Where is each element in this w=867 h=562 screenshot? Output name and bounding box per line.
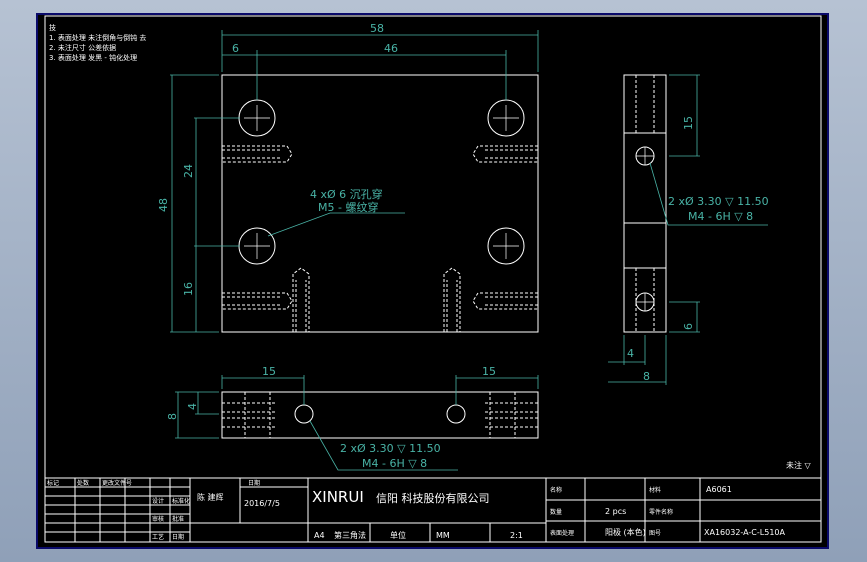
note-line-1: 1. 表面处理 未注倒角与倒钝 去: [49, 33, 146, 42]
process-value: 阳极 (本色): [605, 527, 646, 537]
row-approve: 批准: [172, 515, 184, 523]
note-line-3: 3. 表面处理 发黑 - 钝化处理: [49, 53, 137, 62]
drawing-no-label: 图号: [649, 530, 661, 537]
dim-hole-spacing-x: 46: [384, 42, 398, 55]
company-latin: XINRUI: [312, 488, 364, 506]
dim-overall-height: 48: [157, 198, 170, 212]
material-value: A6061: [706, 485, 732, 494]
dim-side-bottom: 6: [682, 323, 695, 330]
dim-bottom-offset: 16: [182, 282, 195, 296]
side-view-outline: [623, 74, 667, 333]
row-standard: 标准化: [172, 497, 190, 505]
unit-label: 单位: [390, 530, 406, 540]
dim-bottom-height: 8: [166, 413, 179, 420]
dim-bottom-left: 15: [262, 365, 276, 378]
bottom-callout-line-1: 2 xØ 3.30 ▽ 11.50: [340, 442, 441, 455]
bottom-callout-line-2: M4 - 6H ▽ 8: [362, 457, 427, 470]
process-label: 表面处理: [550, 529, 574, 537]
dim-side-top: 15: [682, 116, 695, 130]
rev-header-1: 标记: [47, 479, 59, 487]
name-label: 名称: [550, 486, 562, 494]
part-label: 零件名称: [649, 508, 673, 516]
drawing-date: 2016/7/5: [244, 499, 280, 508]
front-hidden-threads: [222, 145, 538, 332]
side-hole-callout: 2 xØ 3.30 ▽ 11.50 M4 - 6H ▽ 8: [649, 162, 769, 226]
front-hole-callout: 4 xØ 6 沉孔穿 M5 - 螺纹穿: [267, 187, 405, 237]
qty-value: 2 pcs: [605, 507, 626, 516]
dim-bottom-right: 15: [482, 365, 496, 378]
designer-name: 陈 建辉: [197, 492, 224, 502]
bottom-dimensions: 15 15 8 4: [166, 365, 539, 439]
hole-bottom-right: [487, 227, 525, 265]
drawing-number: XA16032-A-C-L510A: [704, 528, 785, 537]
bottom-hole-callout: 2 xØ 3.30 ▽ 11.50 M4 - 6H ▽ 8: [309, 420, 458, 471]
rev-header-3: 更改文件号: [102, 479, 132, 487]
scale-value: 2:1: [510, 531, 523, 540]
date-label: 日期: [248, 479, 260, 487]
rev-header-2: 处数: [77, 479, 89, 487]
drawing-sheet: [36, 13, 829, 549]
dim-side-width: 8: [643, 370, 650, 383]
qty-label: 数量: [550, 508, 562, 516]
side-view[interactable]: 15 6 4 8 2 xØ 3.30 ▽ 11.50 M4 - 6H ▽ 8: [608, 74, 769, 385]
front-dimensions: 58 6 46 48 24 16: [157, 22, 539, 333]
roughness-note: 未注 ▽: [786, 460, 812, 470]
row-design: 设计: [152, 497, 164, 505]
dim-side-inner-width: 4: [627, 347, 634, 360]
sheet-method: 第三角法: [334, 530, 366, 540]
row-review: 审核: [152, 515, 164, 523]
title-block-frame: [44, 477, 822, 543]
title-block[interactable]: 标记 处数 更改文件号 设计 标准化 审核 批准 工艺 日期 陈 建辉 日期 2…: [44, 477, 822, 543]
row-process: 工艺: [152, 533, 164, 541]
dim-overall-width: 58: [370, 22, 384, 35]
company-name: 信阳 科技股份有限公司: [376, 491, 490, 505]
front-callout-line-1: 4 xØ 6 沉孔穿: [310, 187, 383, 201]
unit-value: MM: [436, 531, 450, 540]
material-label: 材料: [649, 486, 661, 494]
front-view[interactable]: 58 6 46 48 24 16 4 xØ 6 沉孔穿 M5 - 螺纹穿: [157, 22, 539, 333]
bottom-view-outline: [221, 391, 539, 439]
dim-hole-spacing-y: 24: [182, 164, 195, 178]
dim-bottom-inner-height: 4: [186, 403, 199, 410]
technical-notes: 技 1. 表面处理 未注倒角与倒钝 去 2. 未注尺寸 公差依据 3. 表面处理…: [49, 23, 146, 62]
notes-header: 技: [49, 23, 56, 32]
row-date: 日期: [172, 533, 184, 541]
bottom-view[interactable]: 15 15 8 4 2 xØ 3.30 ▽ 11.50 M4 - 6H ▽ 8: [166, 365, 539, 471]
dim-left-offset: 6: [232, 42, 239, 55]
side-dimensions: 15 6 4 8: [608, 74, 700, 385]
paper-size: A4: [314, 531, 325, 540]
front-callout-line-2: M5 - 螺纹穿: [318, 200, 378, 214]
front-view-outline: [221, 74, 539, 333]
side-callout-line-1: 2 xØ 3.30 ▽ 11.50: [668, 195, 769, 208]
note-line-2: 2. 未注尺寸 公差依据: [49, 43, 116, 52]
side-callout-line-2: M4 - 6H ▽ 8: [688, 210, 753, 223]
